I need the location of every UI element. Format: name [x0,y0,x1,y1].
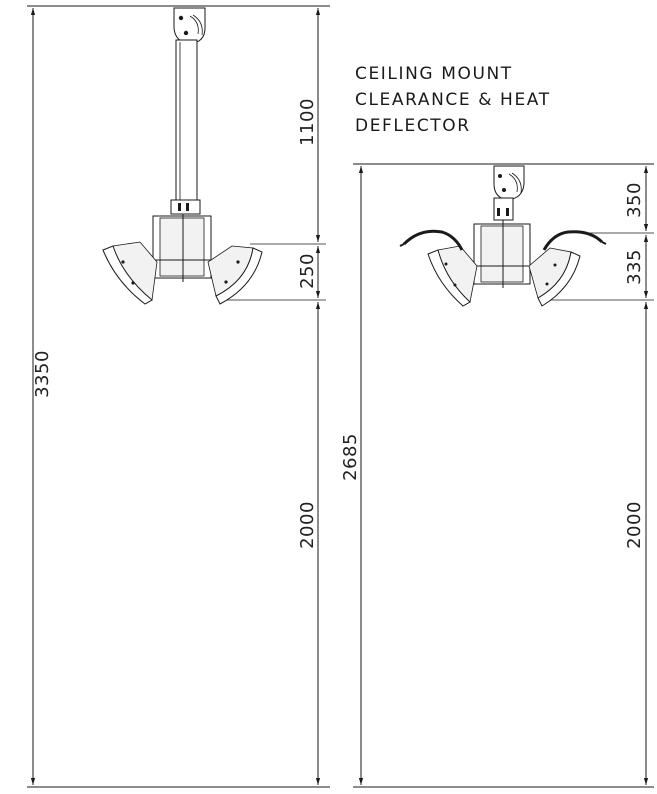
pole-connector [170,199,201,215]
heater-with-pole [102,7,263,305]
title-line-3: DEFLECTOR [355,116,471,136]
dim-label-bracket: 350 [624,182,645,218]
left-view: 3350 1100 250 2000 [27,5,330,788]
dim-label-pole: 1100 [297,98,318,146]
right-view: 2685 350 335 2000 [340,163,654,788]
dim-label-overall-right: 2685 [340,433,361,481]
dim-label-heater: 250 [297,253,318,289]
ceiling-bracket-right [493,165,525,201]
dim-label-floor-left: 2000 [297,501,318,549]
ceiling-bracket [173,7,206,45]
title-line-1: CEILING MOUNT [355,64,513,84]
dim-label-overall-left: 3350 [32,350,53,398]
drop-pole [175,39,198,207]
diagram-title: CEILING MOUNT CLEARANCE & HEAT DEFLECTOR [355,64,551,136]
title-line-2: CLEARANCE & HEAT [355,90,551,110]
dim-label-floor-right: 2000 [624,501,645,549]
left-heat-deflector [402,229,464,251]
right-heat-deflector [542,230,604,251]
dim-label-heater-deflector: 335 [624,249,645,285]
heater-with-deflector [399,165,607,307]
